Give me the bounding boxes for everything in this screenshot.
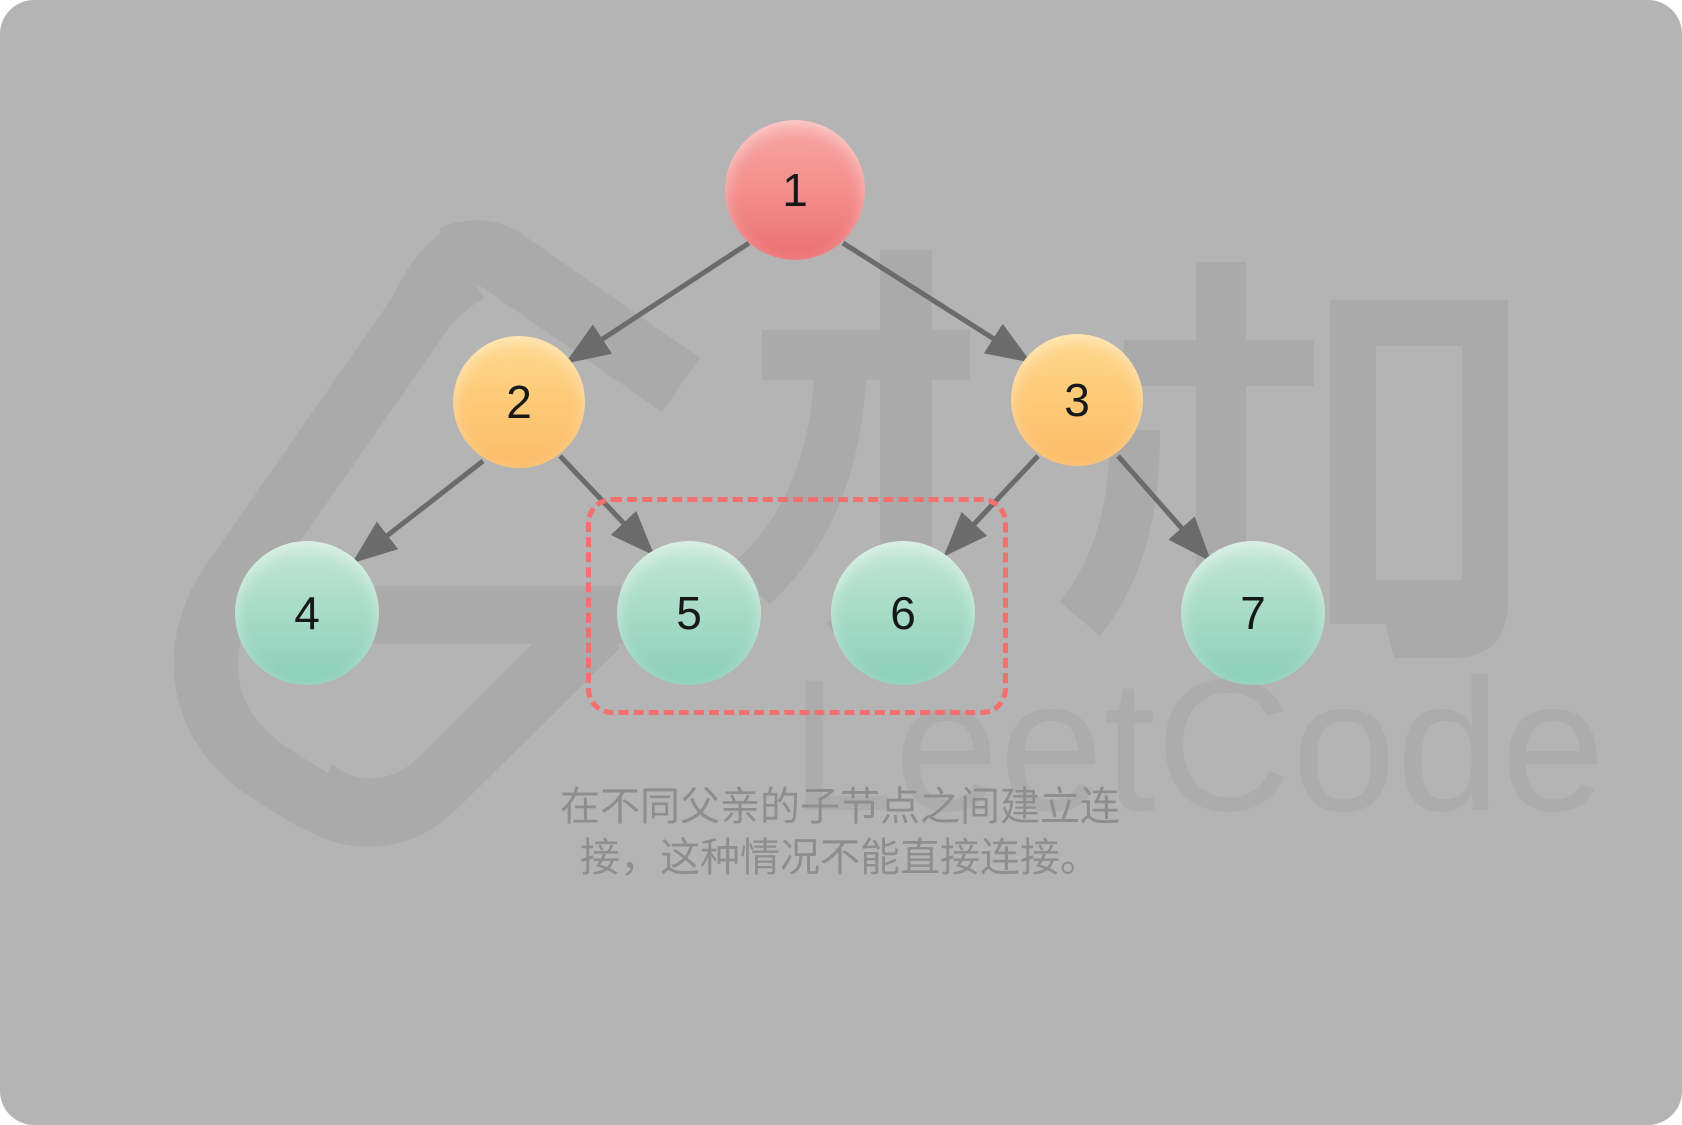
tree-node-5-label: 5: [676, 587, 702, 639]
edge-1-2: [564, 240, 751, 364]
edge-3-7: [1116, 454, 1212, 562]
caption: 在不同父亲的子节点之间建立连 接，这种情况不能直接连接。: [410, 782, 1270, 884]
tree-node-4[interactable]: 4: [235, 541, 379, 685]
tree-node-7-label: 7: [1240, 587, 1266, 639]
invalid-connection-region: [586, 497, 1008, 715]
edge-2-4: [352, 459, 485, 564]
tree-node-6-label: 6: [890, 587, 916, 639]
edge-1-3: [841, 240, 1032, 363]
tree-node-3[interactable]: 3: [1011, 334, 1143, 466]
tree-node-3-label: 3: [1064, 374, 1090, 426]
tree-node-2-label: 2: [506, 376, 532, 428]
caption-line-2: 接，这种情况不能直接连接。: [580, 836, 1100, 881]
tree-node-4-label: 4: [294, 587, 320, 639]
tree-node-1[interactable]: 1: [725, 120, 865, 260]
tree-node-7[interactable]: 7: [1181, 541, 1325, 685]
caption-line-1: 在不同父亲的子节点之间建立连: [560, 785, 1120, 829]
tree-node-1-label: 1: [782, 164, 808, 216]
tree-node-5[interactable]: 5: [617, 541, 761, 685]
tree-node-6[interactable]: 6: [831, 541, 975, 685]
tree-node-2[interactable]: 2: [453, 336, 585, 468]
